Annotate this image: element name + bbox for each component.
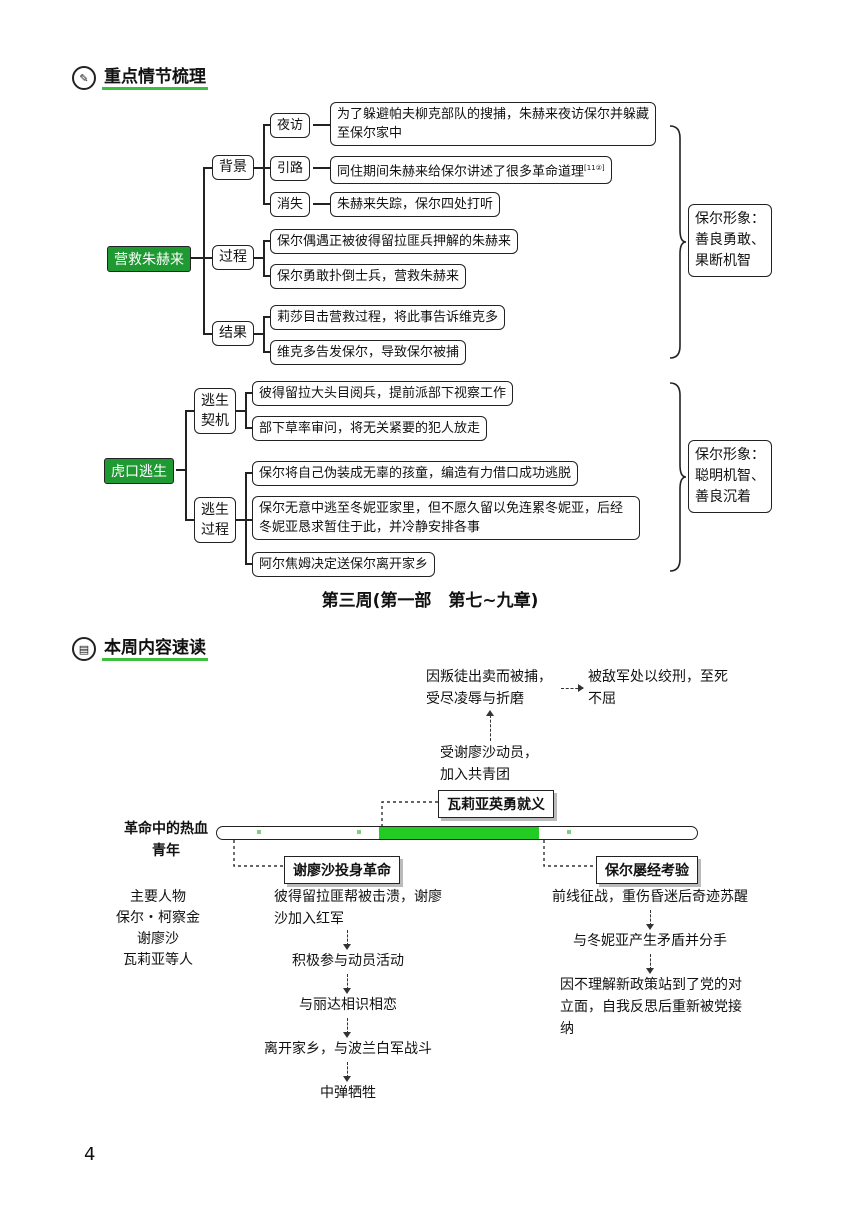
week-heading: 第三周(第一部 第七~九章) — [321, 591, 539, 611]
text-result-1: 莉莎目击营救过程，将此事告诉维克多 — [270, 305, 506, 330]
characters-title: 主要人物 — [130, 889, 186, 905]
left-step-3: 与丽达相识相恋 — [299, 997, 397, 1013]
character-1: 保尔・柯察金 — [116, 910, 200, 926]
right-step-3: 因不理解新政策站到了党的对立面，自我反思后重新被党接纳 — [560, 977, 742, 1037]
right-box-pavel: 保尔屡经考验 — [596, 856, 698, 884]
left-step-5: 中弹牺牲 — [320, 1085, 376, 1101]
root-rescue-zhuhelai: 营救朱赫来 — [107, 246, 191, 272]
root-escape: 虎口逃生 — [104, 458, 174, 484]
section-title-plot: ✎ 重点情节梳理 — [72, 66, 208, 90]
character-2: 谢廖沙 — [137, 931, 179, 947]
text-process-2: 保尔勇敢扑倒士兵，营救朱赫来 — [270, 264, 467, 289]
timeline-bar — [216, 826, 698, 840]
left-heading: 革命中的热血青年 — [124, 821, 208, 859]
text-escape-2: 保尔无意中逃至冬妮亚家里，但不愿久留以免连累冬妮亚，后经冬妮亚恳求暂住于此，并冷… — [252, 496, 640, 540]
right-step-1: 前线征战，重伤昏迷后奇迹苏醒 — [552, 889, 748, 905]
timeline-highlight — [379, 827, 539, 839]
pencil-icon: ✎ — [72, 66, 96, 90]
brace-group2 — [669, 382, 687, 572]
right-step-2: 与冬妮亚产生矛盾并分手 — [573, 933, 727, 949]
character-3: 瓦莉亚等人 — [123, 952, 193, 968]
text-disappear: 朱赫来失踪，保尔四处打听 — [330, 192, 501, 217]
text-guide: 同住期间朱赫来给保尔讲述了很多革命道理[11②] — [330, 156, 612, 185]
branch-background: 背景 — [212, 155, 254, 180]
text-night-visit: 为了躲避帕夫柳克部队的搜捕，朱赫来夜访保尔并躲藏至保尔家中 — [330, 102, 656, 146]
mid-text: 受谢廖沙动员，加入共青团 — [440, 745, 538, 783]
text-result-2: 维克多告发保尔，导致保尔被捕 — [270, 340, 467, 365]
left-step-4: 离开家乡，与波兰白军战斗 — [264, 1041, 432, 1057]
text-process-1: 保尔偶遇正被彼得留拉匪兵押解的朱赫来 — [270, 229, 519, 254]
top-left-text: 因叛徒出卖而被捕，受尽凌辱与折磨 — [426, 669, 552, 707]
left-box-seryozha: 谢廖沙投身革命 — [284, 856, 400, 884]
left-step-1: 彼得留拉匪帮被击溃，谢廖沙加入红军 — [274, 889, 442, 927]
key-disappear: 消失 — [270, 192, 311, 217]
branch-escape-process: 逃生过程 — [194, 497, 236, 543]
text-escape-1: 保尔将自己伪装成无辜的孩童，编造有力借口成功逃脱 — [252, 461, 579, 486]
key-guide: 引路 — [270, 156, 311, 181]
summary-group1: 保尔形象：善良勇敢、果断机智 — [688, 204, 772, 277]
branch-process: 过程 — [212, 245, 254, 270]
key-night-visit: 夜访 — [270, 113, 311, 138]
brace-group1 — [669, 125, 687, 359]
left-step-2: 积极参与动员活动 — [292, 953, 404, 969]
text-chance-1: 彼得留拉大头目阅兵，提前派部下视察工作 — [252, 381, 514, 406]
book-icon: ▤ — [72, 637, 96, 661]
section-title-overview: ▤ 本周内容速读 — [72, 637, 208, 661]
top-right-text: 被敌军处以绞刑，至死不屈 — [588, 669, 728, 707]
page-number: 4 — [84, 1144, 96, 1165]
text-escape-3: 阿尔焦姆决定送保尔离开家乡 — [252, 552, 436, 577]
branch-escape-chance: 逃生契机 — [194, 388, 236, 434]
branch-result: 结果 — [212, 321, 254, 346]
summary-group2: 保尔形象：聪明机智、善良沉着 — [688, 440, 772, 513]
center-box-valya: 瓦莉亚英勇就义 — [438, 790, 554, 818]
text-chance-2: 部下草率审问，将无关紧要的犯人放走 — [252, 416, 488, 441]
